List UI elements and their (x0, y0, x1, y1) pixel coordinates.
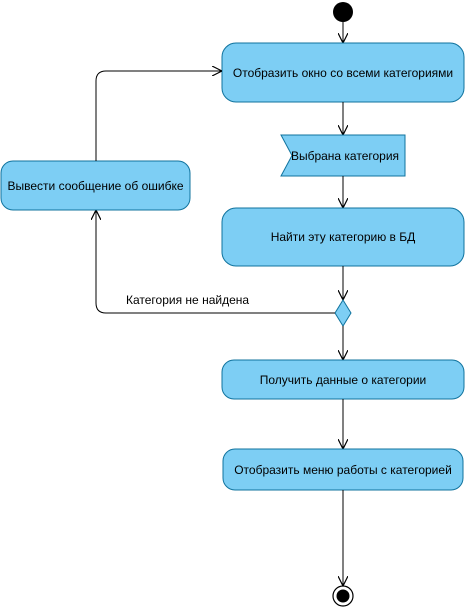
action-show-categories: Отобразить окно со всеми категориями (221, 42, 465, 103)
edge-error-to-show-categories (95, 71, 222, 161)
action-show-menu: Отобразить меню работы с категорией (222, 448, 464, 491)
action-find-category: Найти эту категорию в БД (221, 207, 465, 267)
event-category-selected-label: Выбрана категория (291, 149, 399, 163)
edge-decision-to-error (96, 210, 335, 314)
action-get-data-label: Получить данные о категории (260, 373, 426, 387)
action-show-error-label: Вывести сообщение об ошибке (8, 179, 184, 193)
action-show-menu-label: Отобразить меню работы с категорией (234, 463, 452, 477)
edge-label-not-found: Категория не найдена (126, 293, 249, 307)
decision-node (334, 299, 352, 327)
action-show-error: Вывести сообщение об ошибке (0, 160, 191, 211)
action-show-categories-label: Отобразить окно со всеми категориями (233, 66, 453, 80)
start-node (333, 2, 353, 22)
action-get-data: Получить данные о категории (221, 359, 465, 400)
event-category-selected: Выбрана категория (280, 134, 406, 177)
action-find-category-label: Найти эту категорию в БД (271, 230, 416, 244)
end-node (332, 585, 354, 607)
